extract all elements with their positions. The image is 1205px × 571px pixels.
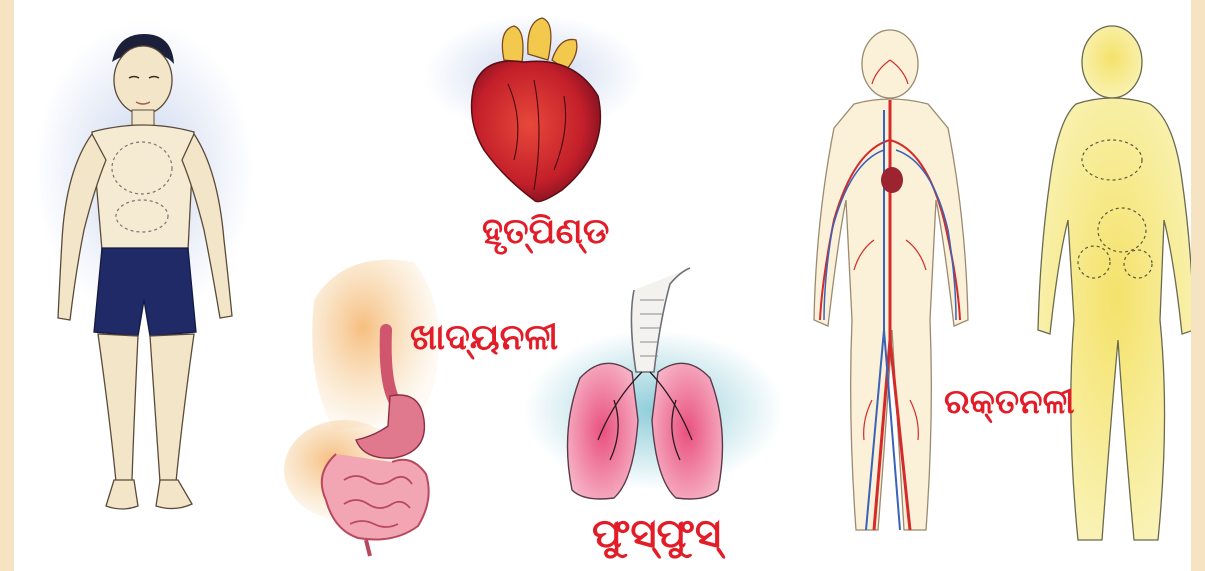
back-view-figure [1038,26,1194,540]
food-pipe-label: ଖାଦ୍ୟନଳୀ [410,320,558,356]
heart-illustration [424,15,644,202]
circulatory-figure [814,30,968,530]
illustration-canvas [14,0,1205,571]
heart-label: ହୃତ୍‌ପିଣ୍ଡ [482,214,609,250]
lungs-illustration [524,268,784,499]
lungs-label: ଫୁସ୍‌ଫୁସ୍‌ [592,514,721,554]
boy-figure-front [34,20,254,509]
digestive-tract-illustration [284,260,439,556]
blood-vessels-label: ରକ୍ତନଳୀ [944,385,1075,419]
